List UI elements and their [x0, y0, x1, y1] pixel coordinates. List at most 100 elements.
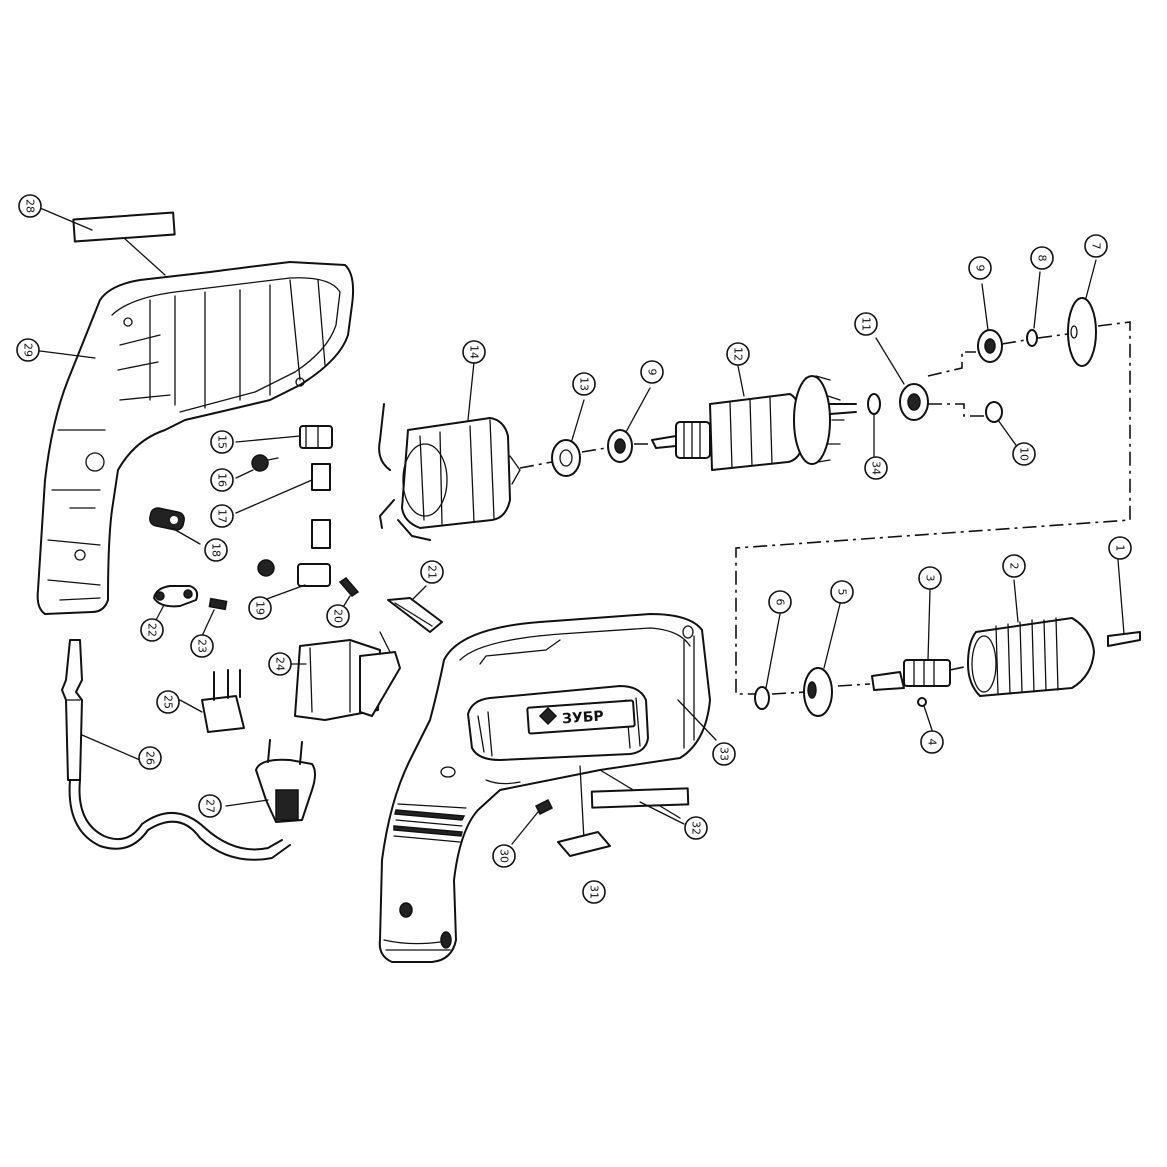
clamp-22: [153, 585, 199, 621]
callout-number: 12: [732, 347, 745, 361]
brush-holder-15: [235, 425, 333, 449]
callout-circle: [968, 256, 992, 280]
callout-circle: [420, 560, 444, 584]
callout-11: 11: [854, 312, 878, 336]
callout-number: 18: [210, 543, 223, 557]
callout-circle: [830, 580, 854, 604]
callout-6: 6: [768, 590, 792, 614]
switch-24: [289, 631, 401, 721]
bearing-5: [803, 603, 841, 717]
callout-circle: [684, 816, 708, 840]
callout-number: 23: [196, 639, 209, 653]
callout-circle: [572, 372, 596, 396]
callout-number: 9: [646, 369, 659, 376]
callout-circle: [1002, 554, 1026, 578]
callout-number: 1: [1114, 545, 1127, 552]
callout-10: 10: [1012, 442, 1036, 466]
ring-6: [754, 613, 781, 710]
plug-27: [225, 739, 316, 823]
callout-4: 4: [920, 730, 944, 754]
callout-32: 32: [684, 816, 708, 840]
callout-9b: 9: [640, 360, 664, 384]
callout-number: 14: [468, 345, 481, 359]
callout-number: 31: [588, 885, 601, 899]
stator-14: [378, 361, 521, 541]
callout-number: 21: [426, 565, 439, 579]
callout-13: 13: [572, 372, 596, 396]
callout-3: 3: [918, 566, 942, 590]
callout-number: 28: [24, 199, 37, 213]
callout-circle: [16, 338, 40, 362]
brush-holder-19: [257, 559, 331, 601]
callout-circle: [204, 538, 228, 562]
callout-number: 24: [274, 657, 287, 671]
callout-number: 25: [162, 695, 175, 709]
callout-circle: [18, 194, 42, 218]
callout-12: 12: [726, 342, 750, 366]
callout-number: 27: [204, 799, 217, 813]
callout-2: 2: [1002, 554, 1026, 578]
screw-1: [1107, 559, 1141, 647]
callout-circle: [712, 742, 736, 766]
callout-7: 7: [1084, 234, 1108, 258]
screw-23: [201, 597, 228, 637]
callout-circle: [210, 504, 234, 528]
switch-lever-21: [387, 585, 443, 633]
callout-number: 2: [1008, 563, 1021, 570]
callout-1: 1: [1108, 536, 1132, 560]
callout-23: 23: [190, 634, 214, 658]
ball-4: [917, 697, 933, 731]
spindle-3: [871, 589, 951, 691]
callout-number: 30: [498, 849, 511, 863]
part-callouts: 1234567899101112131415161718192021222324…: [16, 194, 1132, 904]
chuck-2: [967, 579, 1095, 697]
callout-number: 19: [254, 601, 267, 615]
callout-number: 9: [974, 265, 987, 272]
callout-21: 21: [420, 560, 444, 584]
callout-number: 20: [332, 609, 345, 623]
capacitor-25: [179, 669, 245, 733]
callout-number: 16: [216, 473, 229, 487]
callout-circle: [210, 468, 234, 492]
callout-circle: [326, 604, 350, 628]
callout-number: 3: [924, 575, 937, 582]
bearing-11: [875, 337, 929, 421]
callout-circle: [864, 456, 888, 480]
callout-circle: [140, 618, 164, 642]
callout-number: 6: [774, 599, 787, 606]
callout-5: 5: [830, 580, 854, 604]
spacer-10: [985, 401, 1019, 449]
disc-7: [1067, 259, 1097, 367]
callout-24: 24: [268, 652, 292, 676]
armature-12: [651, 365, 857, 471]
callout-33: 33: [712, 742, 736, 766]
callout-number: 34: [870, 461, 883, 475]
callout-15: 15: [210, 430, 234, 454]
carbon-brush-17b: [311, 519, 331, 549]
label-plate-28: [72, 211, 176, 243]
callout-circle: [582, 880, 606, 904]
callout-circle: [726, 342, 750, 366]
callout-circle: [768, 590, 792, 614]
callout-29: 29: [16, 338, 40, 362]
left-housing-half: [36, 261, 355, 615]
callout-circle: [492, 844, 516, 868]
callout-number: 32: [690, 821, 703, 835]
callout-number: 4: [926, 739, 939, 746]
cable-clamp-18: [149, 507, 201, 545]
assembly-lines: [519, 321, 1131, 695]
callout-14: 14: [462, 340, 486, 364]
spring-16: [235, 454, 279, 479]
callout-circle: [1030, 246, 1054, 270]
callout-number: 13: [578, 377, 591, 391]
callout-number: 26: [144, 751, 157, 765]
brand-logo-text: ЗУБР: [562, 708, 605, 727]
callout-18: 18: [204, 538, 228, 562]
callout-number: 29: [22, 343, 35, 357]
callout-circle: [198, 794, 222, 818]
callout-number: 15: [216, 435, 229, 449]
callout-34: 34: [864, 456, 888, 480]
callout-number: 7: [1090, 243, 1103, 250]
right-housing-half: [378, 613, 717, 963]
callout-number: 17: [216, 509, 229, 523]
